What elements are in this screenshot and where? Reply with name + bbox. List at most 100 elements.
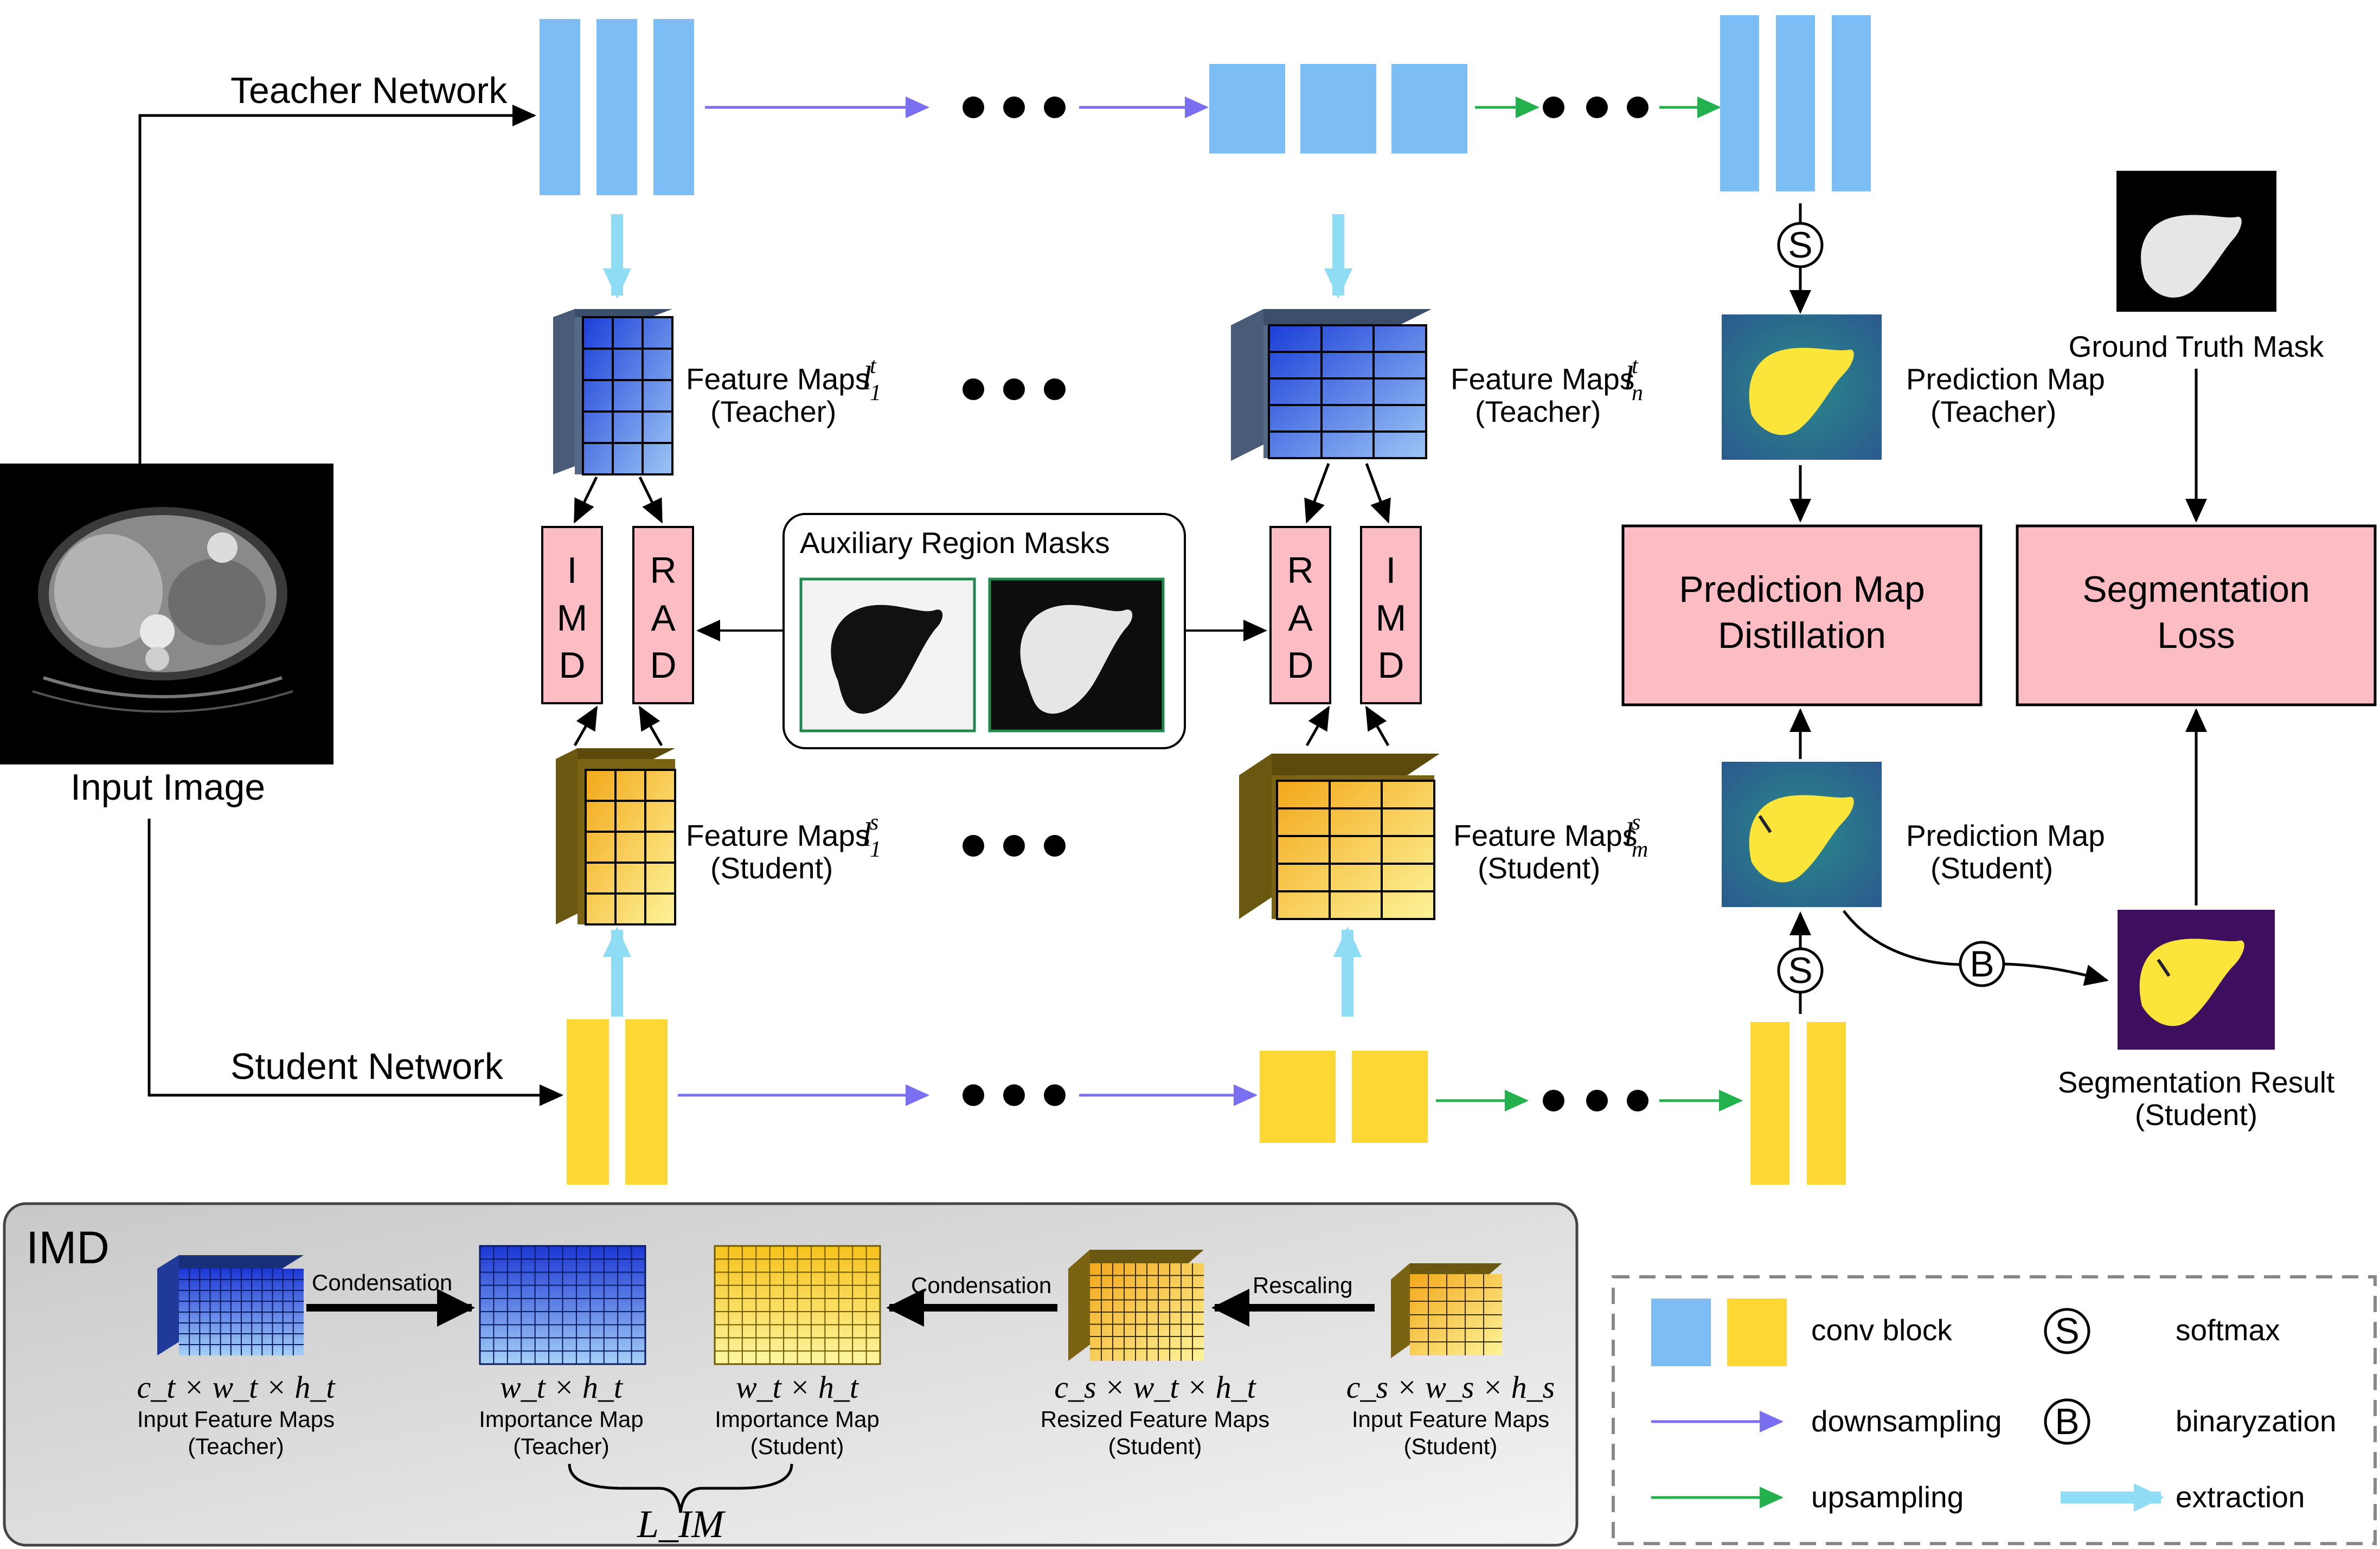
formula-teacher-input: c_t × w_t × h_t Input Feature Maps (Teac… (137, 1370, 336, 1459)
svg-text:Resized Feature Maps: Resized Feature Maps (1041, 1406, 1270, 1432)
feature-maps-l1-teacher-label: Feature Maps (Teacher) l 1 t (686, 353, 881, 428)
student-conv-block (1807, 1022, 1846, 1185)
teacher-conv-block (1300, 64, 1376, 153)
teacher-conv-block (653, 19, 694, 195)
student-network-label: Student Network (230, 1046, 504, 1087)
student-feature-map-cube-1 (556, 748, 676, 925)
svg-text:Prediction Map: Prediction Map (1679, 569, 1925, 610)
svg-text:Prediction Map: Prediction Map (1906, 819, 2105, 852)
svg-text:R: R (1287, 550, 1313, 591)
prediction-map-student (1722, 762, 1882, 907)
svg-text:S: S (1788, 950, 1812, 991)
distill-connector-arrows (573, 463, 1391, 747)
svg-text:c_t × w_t × h_t: c_t × w_t × h_t (137, 1370, 336, 1405)
svg-text:M: M (1376, 597, 1407, 639)
student-conv-blocks-stage1 (567, 1019, 668, 1185)
imd-teacher-input-cube (157, 1255, 304, 1355)
svg-text:Prediction Map: Prediction Map (1906, 362, 2105, 396)
svg-text:Input Feature Maps: Input Feature Maps (1352, 1406, 1549, 1432)
svg-text:(Teacher): (Teacher) (188, 1434, 284, 1459)
teacher-feature-map-cube-1 (553, 309, 673, 475)
student-conv-block (1750, 1022, 1789, 1185)
teacher-conv-block (596, 19, 637, 195)
loss-im-label: L_IM (637, 1502, 726, 1546)
svg-text:m: m (1632, 837, 1648, 862)
svg-text:s: s (870, 810, 878, 835)
svg-text:w_t × h_t: w_t × h_t (500, 1370, 624, 1405)
svg-text:Segmentation: Segmentation (2082, 569, 2310, 610)
feature-maps-role: (Student) (1478, 851, 1600, 885)
symbol-lt1: l 1 t (862, 353, 881, 406)
svg-text:D: D (559, 645, 585, 686)
svg-text:(Student): (Student) (1930, 851, 2053, 885)
ellipsis-dots (963, 378, 1066, 857)
teacher-conv-blocks-stage2 (1209, 64, 1467, 153)
student-conv-block (1260, 1051, 1336, 1143)
svg-text:A: A (1288, 597, 1313, 639)
liver-shape-dark (831, 605, 943, 714)
legend-upsampling: upsampling (1811, 1480, 1964, 1514)
svg-text:l: l (862, 360, 871, 397)
svg-text:D: D (1287, 645, 1313, 686)
svg-text:Distillation: Distillation (1718, 615, 1886, 656)
feature-maps-role: (Teacher) (1475, 395, 1601, 428)
teacher-conv-block (1720, 15, 1759, 191)
ellipsis-dots (963, 97, 1066, 118)
svg-text:n: n (1632, 381, 1643, 406)
svg-text:Importance Map: Importance Map (715, 1406, 879, 1432)
softmax-student-icon: S (1777, 947, 1824, 994)
svg-text:B: B (1970, 943, 1994, 985)
rescaling-label: Rescaling (1253, 1272, 1352, 1298)
student-conv-block (567, 1019, 609, 1185)
svg-text:w_t × h_t: w_t × h_t (736, 1370, 859, 1405)
legend-downsampling: downsampling (1811, 1404, 2002, 1438)
svg-text:D: D (650, 645, 676, 686)
feature-maps-lm-student-label: Feature Maps (Student) l m s (1453, 810, 1648, 885)
legend-binarization-icon: B (2044, 1398, 2090, 1445)
svg-text:(Teacher): (Teacher) (1930, 395, 2056, 428)
feature-maps-role: (Student) (710, 851, 833, 885)
segmentation-loss-box: Segmentation Loss (2016, 524, 2377, 706)
rad-module-right: R A D (1269, 526, 1331, 704)
rad-module-left: R A D (632, 526, 694, 704)
feature-maps-l1-student-label: Feature Maps (Student) l 1 s (686, 810, 881, 885)
symbol-lsm: l m s (1624, 810, 1648, 862)
teacher-conv-block (540, 19, 580, 195)
prediction-map-teacher-label: Prediction Map (Teacher) (1906, 362, 2105, 428)
softmax-teacher-icon: S (1777, 222, 1824, 268)
teacher-conv-block (1776, 15, 1815, 191)
formula-student-input: c_s × w_s × h_s Input Feature Maps (Stud… (1346, 1370, 1555, 1459)
prediction-map-teacher (1722, 314, 1882, 460)
svg-text:Segmentation Result: Segmentation Result (2058, 1065, 2335, 1099)
auxiliary-region-masks-panel: Auxiliary Region Masks (782, 513, 1186, 749)
input-image-label: Input Image (70, 767, 265, 808)
feature-maps-text: Feature Maps (1453, 819, 1637, 852)
svg-text:c_s × w_t × h_t: c_s × w_t × h_t (1054, 1370, 1256, 1405)
svg-text:t: t (870, 353, 877, 378)
ground-truth-label: Ground Truth Mask (2069, 330, 2324, 363)
teacher-network-label: Teacher Network (230, 70, 508, 111)
feature-maps-role: (Teacher) (710, 395, 836, 428)
svg-text:(Student): (Student) (1404, 1434, 1498, 1459)
svg-text:1: 1 (870, 837, 881, 862)
input-to-student-line (147, 819, 563, 1106)
ground-truth-mask-image (2116, 171, 2276, 312)
legend-conv-block: conv block (1811, 1313, 1952, 1347)
svg-text:I: I (1386, 550, 1396, 591)
imd-module-right: I M D (1360, 526, 1422, 704)
feature-maps-text: Feature Maps (1451, 362, 1634, 396)
formula-importance-student: w_t × h_t Importance Map (Student) (715, 1370, 879, 1459)
student-conv-blocks-stage3 (1750, 1022, 1846, 1185)
student-conv-blocks-stage2 (1260, 1051, 1428, 1143)
svg-text:(Student): (Student) (750, 1434, 844, 1459)
feature-maps-text: Feature Maps (686, 362, 870, 396)
teacher-conv-blocks-stage3 (1720, 15, 1871, 191)
teacher-conv-block (1391, 64, 1467, 153)
svg-text:(Student): (Student) (2135, 1098, 2257, 1132)
ellipsis-dots (963, 1084, 1066, 1106)
legend-teacher-block-swatch (1651, 1299, 1711, 1366)
teacher-conv-block (1209, 64, 1285, 153)
legend-softmax-icon: S (2044, 1308, 2090, 1354)
formula-resized-student: c_s × w_t × h_t Resized Feature Maps (St… (1041, 1370, 1270, 1459)
